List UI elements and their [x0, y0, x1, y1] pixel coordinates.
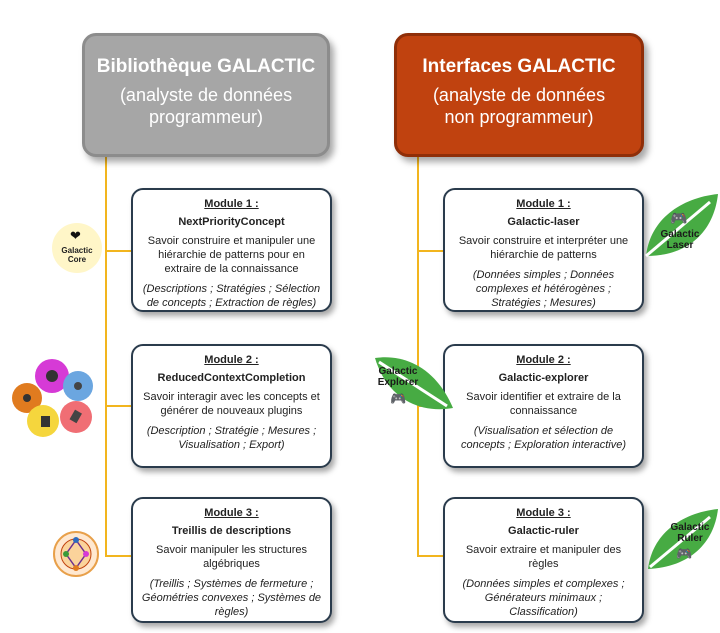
- module-name: Galactic-ruler: [508, 525, 579, 537]
- interfaces-subtitle-1: (analyste de données: [432, 85, 606, 105]
- galactic-laser-leaf-icon: [645, 194, 718, 258]
- library-module-1: Module 1 : NextPriorityConcept Savoir co…: [131, 188, 332, 312]
- interfaces-title: Interfaces GALACTIC: [422, 56, 616, 77]
- gamepad-icon: 🎮: [670, 210, 688, 226]
- module-heading: Module 1 :: [516, 198, 571, 210]
- module-details: (Description ; Stratégie ; Mesures ;Visu…: [146, 425, 317, 451]
- left-branch-1: [105, 250, 131, 252]
- right-branch-3: [417, 555, 443, 557]
- module-name: ReducedContextCompletion: [157, 372, 306, 384]
- lattice-icon: [53, 531, 99, 577]
- module-details: (Données simples et complexes ;Générateu…: [462, 578, 625, 618]
- interfaces-header: Interfaces GALACTIC (analyste de données…: [394, 33, 644, 157]
- library-module-3: Module 3 : Treillis de descriptions Savo…: [131, 497, 332, 623]
- galactic-explorer-leaf-icon: [375, 357, 453, 410]
- library-header: Bibliothèque GALACTIC (analyste de donné…: [82, 33, 330, 157]
- library-module-2: Module 2 : ReducedContextCompletion Savo…: [131, 344, 332, 468]
- heart-icon: ❤: [70, 228, 81, 243]
- module-heading: Module 2 :: [204, 354, 259, 366]
- explorer-gamepad-icon: 🎮: [390, 391, 407, 406]
- module-name: Galactic-explorer: [498, 372, 589, 384]
- interfaces-module-1: Module 1 : Galactic-laser Savoir constru…: [443, 188, 644, 312]
- interfaces-module-2: Module 2 : Galactic-explorer Savoir iden…: [443, 344, 644, 468]
- module-details: (Treillis ; Systèmes de fermeture ;Géomé…: [141, 578, 322, 618]
- right-trunk-line: [417, 157, 419, 557]
- interfaces-module-3: Module 3 : Galactic-ruler Savoir extrair…: [443, 497, 644, 623]
- plugins-flower-icon: [12, 359, 93, 437]
- module-name: Galactic-laser: [507, 216, 580, 228]
- library-subtitle-2: programmeur): [148, 107, 264, 127]
- library-subtitle-1: (analyste de données: [119, 85, 293, 105]
- module-name: Treillis de descriptions: [171, 525, 292, 537]
- left-branch-3: [105, 555, 131, 557]
- interfaces-subtitle-2: non programmeur): [444, 107, 594, 127]
- module-heading: Module 1 :: [204, 198, 259, 210]
- left-branch-2: [105, 405, 131, 407]
- galactic-ruler-leaf-icon: [648, 509, 718, 569]
- ruler-gamepad-icon: 🎮: [676, 546, 693, 561]
- module-heading: Module 3 :: [516, 507, 571, 519]
- library-title: Bibliothèque GALACTIC: [96, 56, 316, 77]
- module-name: NextPriorityConcept: [178, 216, 285, 228]
- right-branch-1: [417, 250, 443, 252]
- module-heading: Module 3 :: [204, 507, 259, 519]
- module-heading: Module 2 :: [516, 354, 571, 366]
- galactic-core-icon: [52, 223, 102, 273]
- left-trunk-line: [105, 157, 107, 557]
